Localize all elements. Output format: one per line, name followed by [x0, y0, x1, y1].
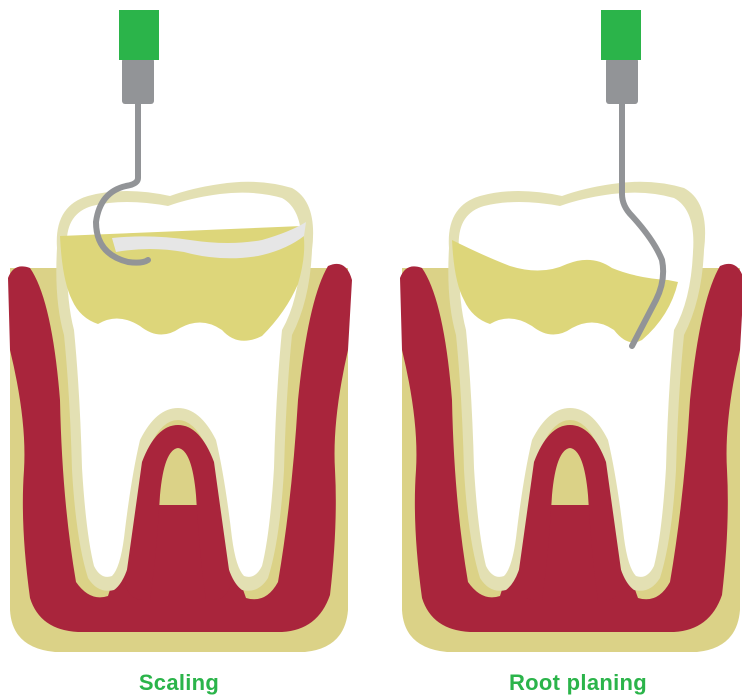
- root-planing-panel: Root planing: [400, 10, 742, 695]
- caption-scaling: Scaling: [139, 670, 219, 695]
- scaling-panel: Scaling: [8, 10, 352, 695]
- tooth-illustration: [400, 182, 742, 652]
- caption-root-planing: Root planing: [509, 670, 647, 695]
